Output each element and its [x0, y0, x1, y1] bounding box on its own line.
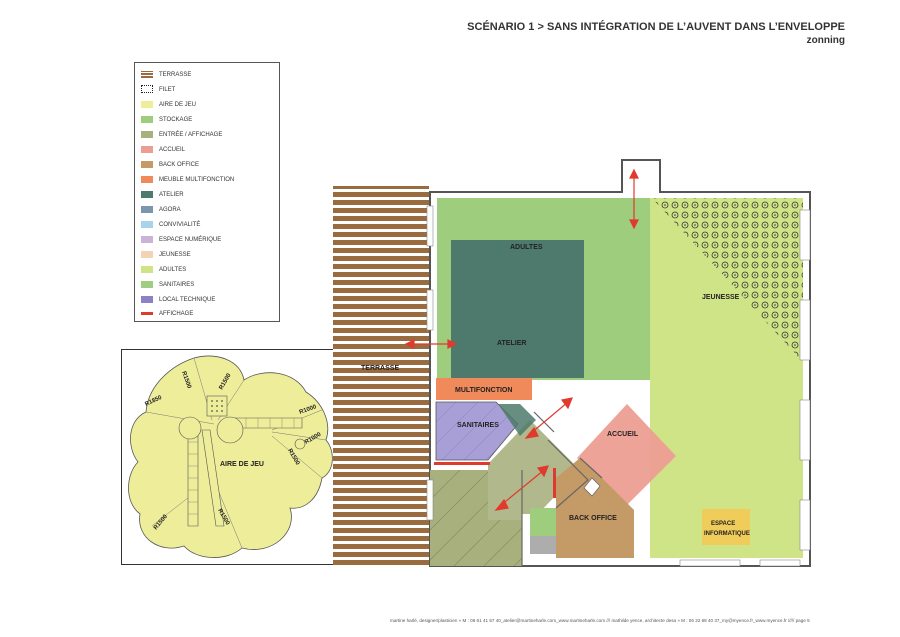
arrow-head: [494, 498, 509, 511]
legend-swatch-accueil: [141, 145, 153, 153]
accueil-zone: [577, 404, 676, 506]
dim-label: R1000: [299, 404, 318, 416]
back-office-zone: [556, 458, 634, 558]
legend-swatch-adultes: [141, 265, 153, 273]
arrow-head: [404, 339, 415, 349]
jeunesse-zone: [650, 198, 803, 558]
legend-swatch-agora: [141, 205, 153, 213]
legend-item-sanitaires: SANITAIRES: [141, 280, 194, 290]
entree-zone: [430, 470, 522, 566]
interior-walls: [521, 411, 603, 566]
terrasse-zone: [333, 186, 429, 566]
legend-swatch-affichage: [141, 311, 153, 315]
arrow-head: [524, 426, 539, 439]
arrow-head: [447, 339, 458, 349]
legend-swatch-stockage: [141, 115, 153, 123]
legend-item-jeunesse: JEUNESSE: [141, 250, 191, 260]
legend-item-adultes: ADULTES: [141, 265, 186, 275]
legend-item-stockage: STOCKAGE: [141, 115, 192, 125]
play-area-drawing: R1500 R1500 R1850 R1000 R1000 R1500 R150…: [128, 355, 333, 558]
adultes-zone: [437, 198, 650, 380]
espace-label-1: ESPACE: [711, 521, 735, 527]
legend-swatch-entree-affichage: [141, 130, 153, 138]
page-title-block: SCÉNARIO 1 > SANS INTÉGRATION DE L’AUVEN…: [467, 20, 845, 48]
atelier-zone: [451, 240, 584, 378]
legend-item-agora: AGORA: [141, 205, 181, 215]
footer-credits: martine harlé, designer/plasticien » M :…: [390, 618, 810, 623]
legend-swatch-local-technique: [141, 295, 153, 303]
legend-item-convivialite: CONVIVIALITÉ: [141, 220, 200, 230]
filet-zone: [652, 198, 803, 362]
legend-item-filet: FILET: [141, 85, 175, 95]
sanitaires-zone: [435, 401, 519, 461]
legend-swatch-espace-numerique: [141, 235, 153, 243]
play-tower-right: [216, 416, 244, 444]
multifonction-zone: [436, 378, 532, 400]
legend-item-terrasse: TERRASSE: [141, 70, 191, 80]
multifonction-label: MULTIFONCTION: [455, 387, 512, 394]
legend-item-atelier: ATELIER: [141, 190, 184, 200]
play-slide-arm: [201, 429, 225, 527]
legend-item-local-technique: LOCAL TECHNIQUE: [141, 295, 215, 305]
atelier-label: ATELIER: [497, 340, 526, 347]
adultes-label: ADULTES: [510, 244, 543, 251]
accueil-label: ACCUEIL: [607, 431, 639, 438]
legend-swatch-jeunesse: [141, 250, 153, 258]
access-arrows: [404, 168, 639, 511]
local-technique: [530, 536, 556, 554]
arrow-head: [536, 465, 549, 478]
legend-item-espace-numerique: ESPACE NUMÉRIQUE: [141, 235, 221, 245]
sanitaires-stockage: [498, 404, 536, 436]
stockage-small: [530, 508, 556, 536]
accueil-desk: [583, 477, 601, 497]
legend: TERRASSE FILET AIRE DE JEU STOCKAGE ENTR…: [134, 62, 280, 322]
play-bridge-arm: [233, 417, 303, 429]
play-post: [294, 438, 306, 450]
play-area-label: AIRE DE JEU: [220, 461, 264, 468]
legend-swatch-meuble-multifonction: [141, 175, 153, 183]
legend-item-entree-affichage: ENTRÉE / AFFICHAGE: [141, 130, 222, 140]
legend-item-accueil: ACCUEIL: [141, 145, 185, 155]
espace-informatique-zone: [702, 509, 750, 545]
legend-swatch-aire-de-jeu: [141, 100, 153, 108]
legend-item-affichage: AFFICHAGE: [141, 309, 193, 319]
legend-swatch-convivialite: [141, 220, 153, 228]
affichage-strip: [434, 462, 490, 465]
play-area-detail: R1500 R1500 R1850 R1000 R1000 R1500 R150…: [121, 349, 340, 565]
page-subtitle: zonning: [806, 35, 845, 46]
arrow-head: [629, 168, 639, 179]
arrow-head: [560, 397, 573, 410]
legend-item-back-office: BACK OFFICE: [141, 160, 199, 170]
legend-item-aire-de-jeu: AIRE DE JEU: [141, 100, 196, 110]
play-tower-left: [178, 416, 202, 440]
legend-swatch-filet: [141, 85, 153, 94]
legend-swatch-sanitaires: [141, 280, 153, 288]
legend-swatch-terrasse: [141, 70, 153, 78]
entree-zone-diagonal: [488, 420, 580, 520]
affichage-strip: [553, 468, 556, 498]
legend-swatch-back-office: [141, 160, 153, 168]
espace-label-2: INFORMATIQUE: [704, 531, 750, 537]
back-office-label: BACK OFFICE: [569, 515, 617, 522]
legend-swatch-atelier: [141, 190, 153, 198]
sanitaires-label: SANITAIRES: [457, 422, 499, 429]
page-title: SCÉNARIO 1 > SANS INTÉGRATION DE L’AUVEN…: [467, 21, 845, 33]
arrow-head: [629, 219, 639, 230]
building-walls: [429, 159, 811, 567]
dim-label: R1500: [180, 371, 192, 390]
jeunesse-label: JEUNESSE: [702, 294, 740, 301]
play-area-shape: [128, 355, 333, 558]
terrasse-label: TERRASSE: [361, 365, 399, 372]
windows: [426, 205, 811, 567]
legend-item-meuble-multifonction: MEUBLE MULTIFONCTION: [141, 175, 234, 185]
